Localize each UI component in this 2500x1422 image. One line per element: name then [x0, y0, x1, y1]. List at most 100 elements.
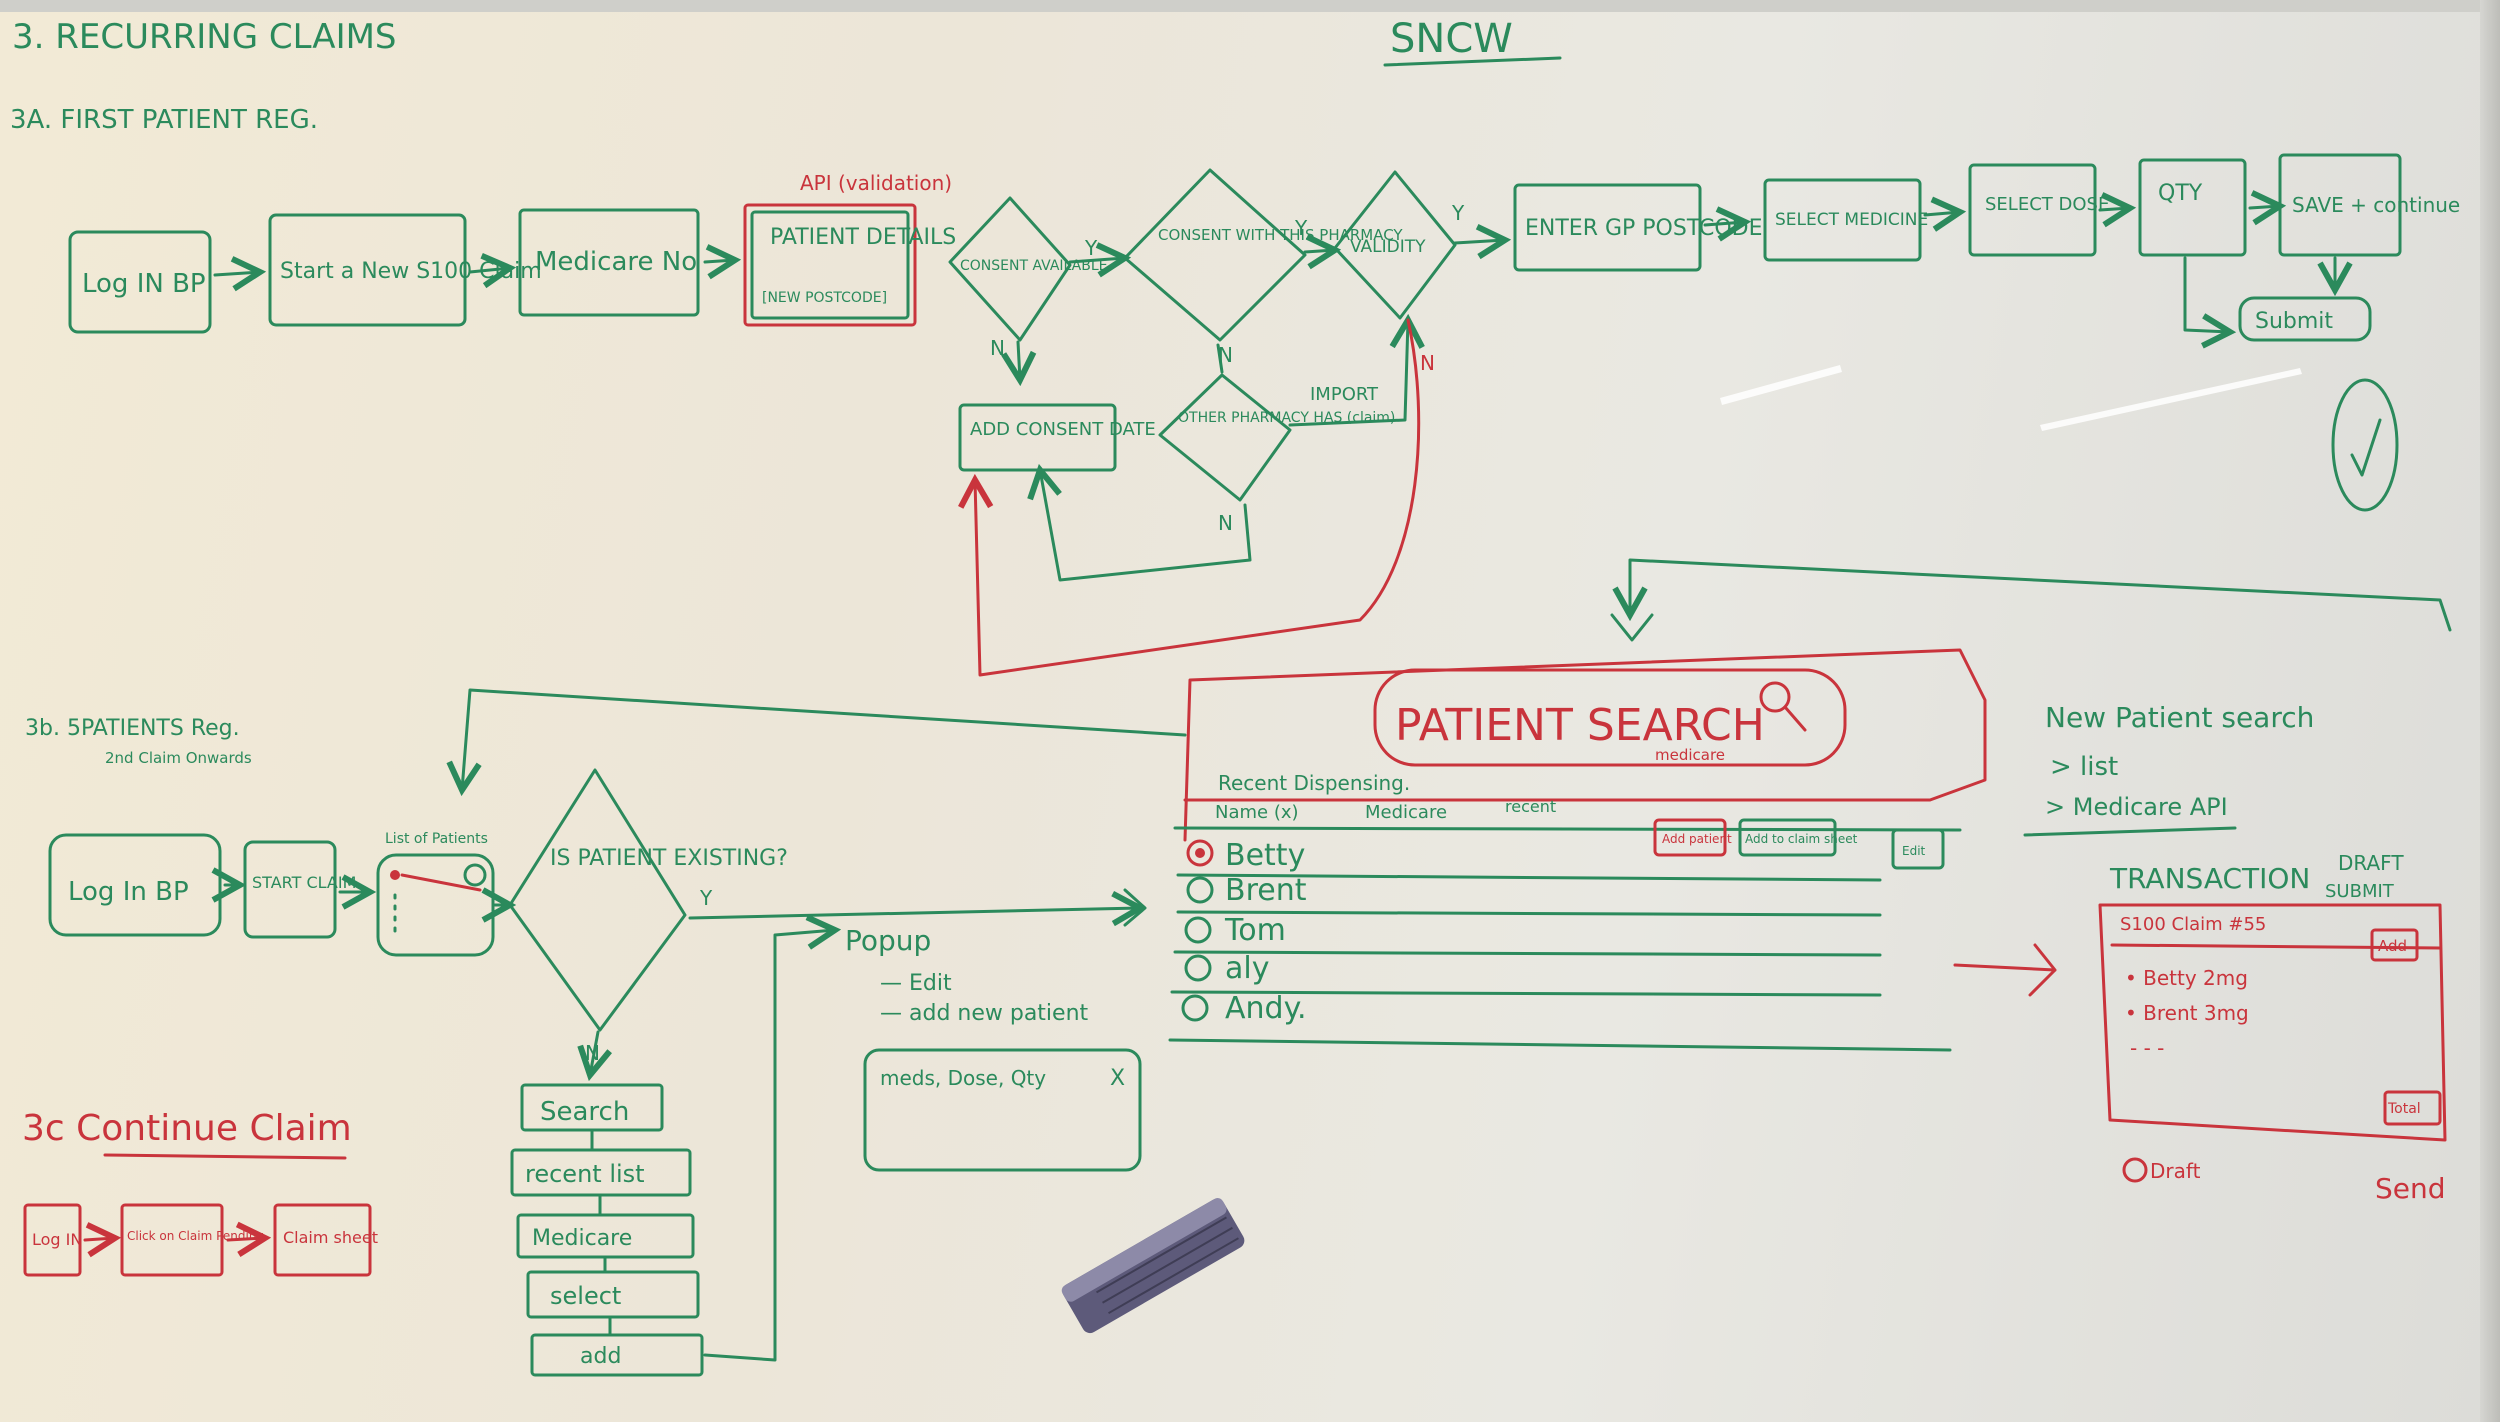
arrow-loop-to-search: [1630, 558, 2452, 632]
btn-edit: [1891, 828, 1945, 870]
label-search-subtitle: medicare: [1655, 746, 1725, 764]
arrow-1: [213, 272, 260, 275]
eraser: [1061, 1198, 1245, 1334]
arrow-import: [1288, 320, 1408, 427]
patient-row-4: aly: [1225, 951, 1269, 986]
diamond-consent-pharmacy: [1123, 168, 1307, 342]
box-click-claim: [120, 1203, 224, 1277]
arrow-3c-2: [226, 1238, 265, 1240]
col-recent: recent: [1505, 797, 1556, 816]
label-no-1: N: [990, 336, 1005, 360]
label-import: IMPORT: [1310, 384, 1379, 405]
row-line-4: [1170, 990, 1882, 997]
label-medicare-no: Medicare No: [535, 247, 697, 277]
box-start-claim: [268, 213, 467, 327]
radio-betty: [1186, 839, 1214, 867]
radio-brent: [1186, 876, 1214, 904]
arrow-dose: [2098, 208, 2130, 210]
label-other-pharmacy: OTHER PHARMACY HAS (claim): [1178, 410, 1395, 426]
arrow-qty-submit: [2183, 256, 2230, 332]
transaction-header-line: [2110, 943, 2442, 950]
label-recent-dispensing: Recent Dispensing.: [1218, 771, 1410, 795]
heading-first-patient-reg: 3A. FIRST PATIENT REG.: [10, 105, 318, 135]
col-name: Name (x): [1215, 802, 1299, 823]
radio-tom: [1184, 916, 1212, 944]
arrow-validity-no: [975, 318, 1421, 677]
label-api-validation: API (validation): [800, 171, 952, 195]
box-start-claim-2: [243, 840, 337, 939]
label-no-3: N: [1218, 511, 1233, 535]
label-popup-edit: — Edit: [880, 971, 952, 996]
label-yes-3: Y: [1451, 201, 1465, 225]
check-mark-icon: [2350, 418, 2382, 477]
heading-3c: 3c Continue Claim: [22, 1108, 352, 1149]
label-add-consent-date: ADD CONSENT DATE: [970, 419, 1156, 440]
label-start-claim-2: START CLAIM: [252, 873, 356, 892]
label-save-continue: SAVE + continue: [2292, 193, 2460, 217]
col-medicare: Medicare: [1365, 802, 1447, 823]
label-btn-add-patient: Add patient: [1662, 832, 1732, 846]
row-line-1: [1176, 873, 1882, 882]
box-login-bp: [68, 230, 212, 334]
arrow-consent-no: [1018, 340, 1020, 380]
box-submit: [2238, 296, 2372, 342]
list-highlight-stroke: [400, 873, 482, 892]
glare-2: [2040, 368, 2302, 431]
row-line-5: [1168, 1038, 1952, 1052]
label-submit: Submit: [2255, 309, 2333, 334]
transaction-total-label: Total: [2387, 1101, 2421, 1117]
label-validity: VALIDITY: [1350, 237, 1426, 257]
box-select: [526, 1270, 700, 1319]
draft-radio: [2122, 1157, 2148, 1183]
label-btn-edit: Edit: [1902, 844, 1926, 858]
board-frame-top: [0, 0, 2500, 12]
transaction-title: TRANSACTION: [2109, 862, 2310, 895]
box-enter-gp: [1513, 183, 1702, 272]
board-frame-right: [2480, 0, 2500, 1422]
box-login-3c: [23, 1203, 82, 1277]
transaction-row-3: - - -: [2130, 1036, 2164, 1060]
label-patient-existing: IS PATIENT EXISTING?: [550, 846, 788, 871]
glare-1: [1720, 365, 1842, 405]
arrow-existing-no: [590, 1030, 598, 1075]
label-yes-1: Y: [1084, 236, 1098, 260]
arrow-head-big: [1123, 888, 1147, 927]
arrow-3c-1: [83, 1238, 115, 1240]
box-select-dose: [1968, 163, 2097, 257]
patient-row-2: Brent: [1225, 873, 1307, 908]
label-popup-add: — add new patient: [880, 1001, 1089, 1026]
transaction-send: Send: [2375, 1172, 2446, 1205]
label-login-3c: Log IN: [32, 1230, 82, 1249]
label-btn-add-claim: Add to claim sheet: [1745, 832, 1858, 846]
patient-row-1: Betty: [1225, 838, 1305, 873]
eraser-ridges: [1096, 1216, 1239, 1315]
box-medicare-no: [518, 208, 700, 317]
label-select-dose: SELECT DOSE: [1985, 194, 2109, 215]
heading-3c-underline: [103, 1153, 347, 1160]
label-medicare: Medicare: [532, 1226, 632, 1251]
label-new-postcode: [NEW POSTCODE]: [762, 290, 887, 306]
arrow-consent-yes: [1068, 258, 1125, 262]
label-claim-sheet: Claim sheet: [283, 1228, 378, 1247]
transaction-draft-label: Draft: [2150, 1159, 2201, 1183]
notes-line-2: > Medicare API: [2045, 793, 2228, 821]
transaction-total: [2383, 1090, 2442, 1126]
label-login-bp-2: Log In BP: [68, 877, 189, 907]
close-icon: X: [1110, 1066, 1125, 1091]
box-qty: [2138, 158, 2247, 257]
board-title: SNCW: [1390, 16, 1513, 62]
arrow-gp: [1703, 222, 1745, 225]
heading-recurring-claims: 3. RECURRING CLAIMS: [12, 17, 397, 57]
patient-search-frame: [1183, 648, 1987, 842]
heading-3b: 3b. 5PATIENTS Reg.: [25, 716, 240, 741]
radio-andy: [1181, 994, 1209, 1022]
transaction-frame: [2098, 903, 2447, 1142]
label-add: add: [580, 1344, 621, 1369]
box-patient-details: [750, 210, 910, 320]
transaction-add-label: Add: [2378, 937, 2407, 955]
box-patient-details-outer: [743, 203, 917, 327]
arrow-other-no: [1040, 470, 1252, 582]
label-yes-3b: Y: [699, 886, 713, 910]
